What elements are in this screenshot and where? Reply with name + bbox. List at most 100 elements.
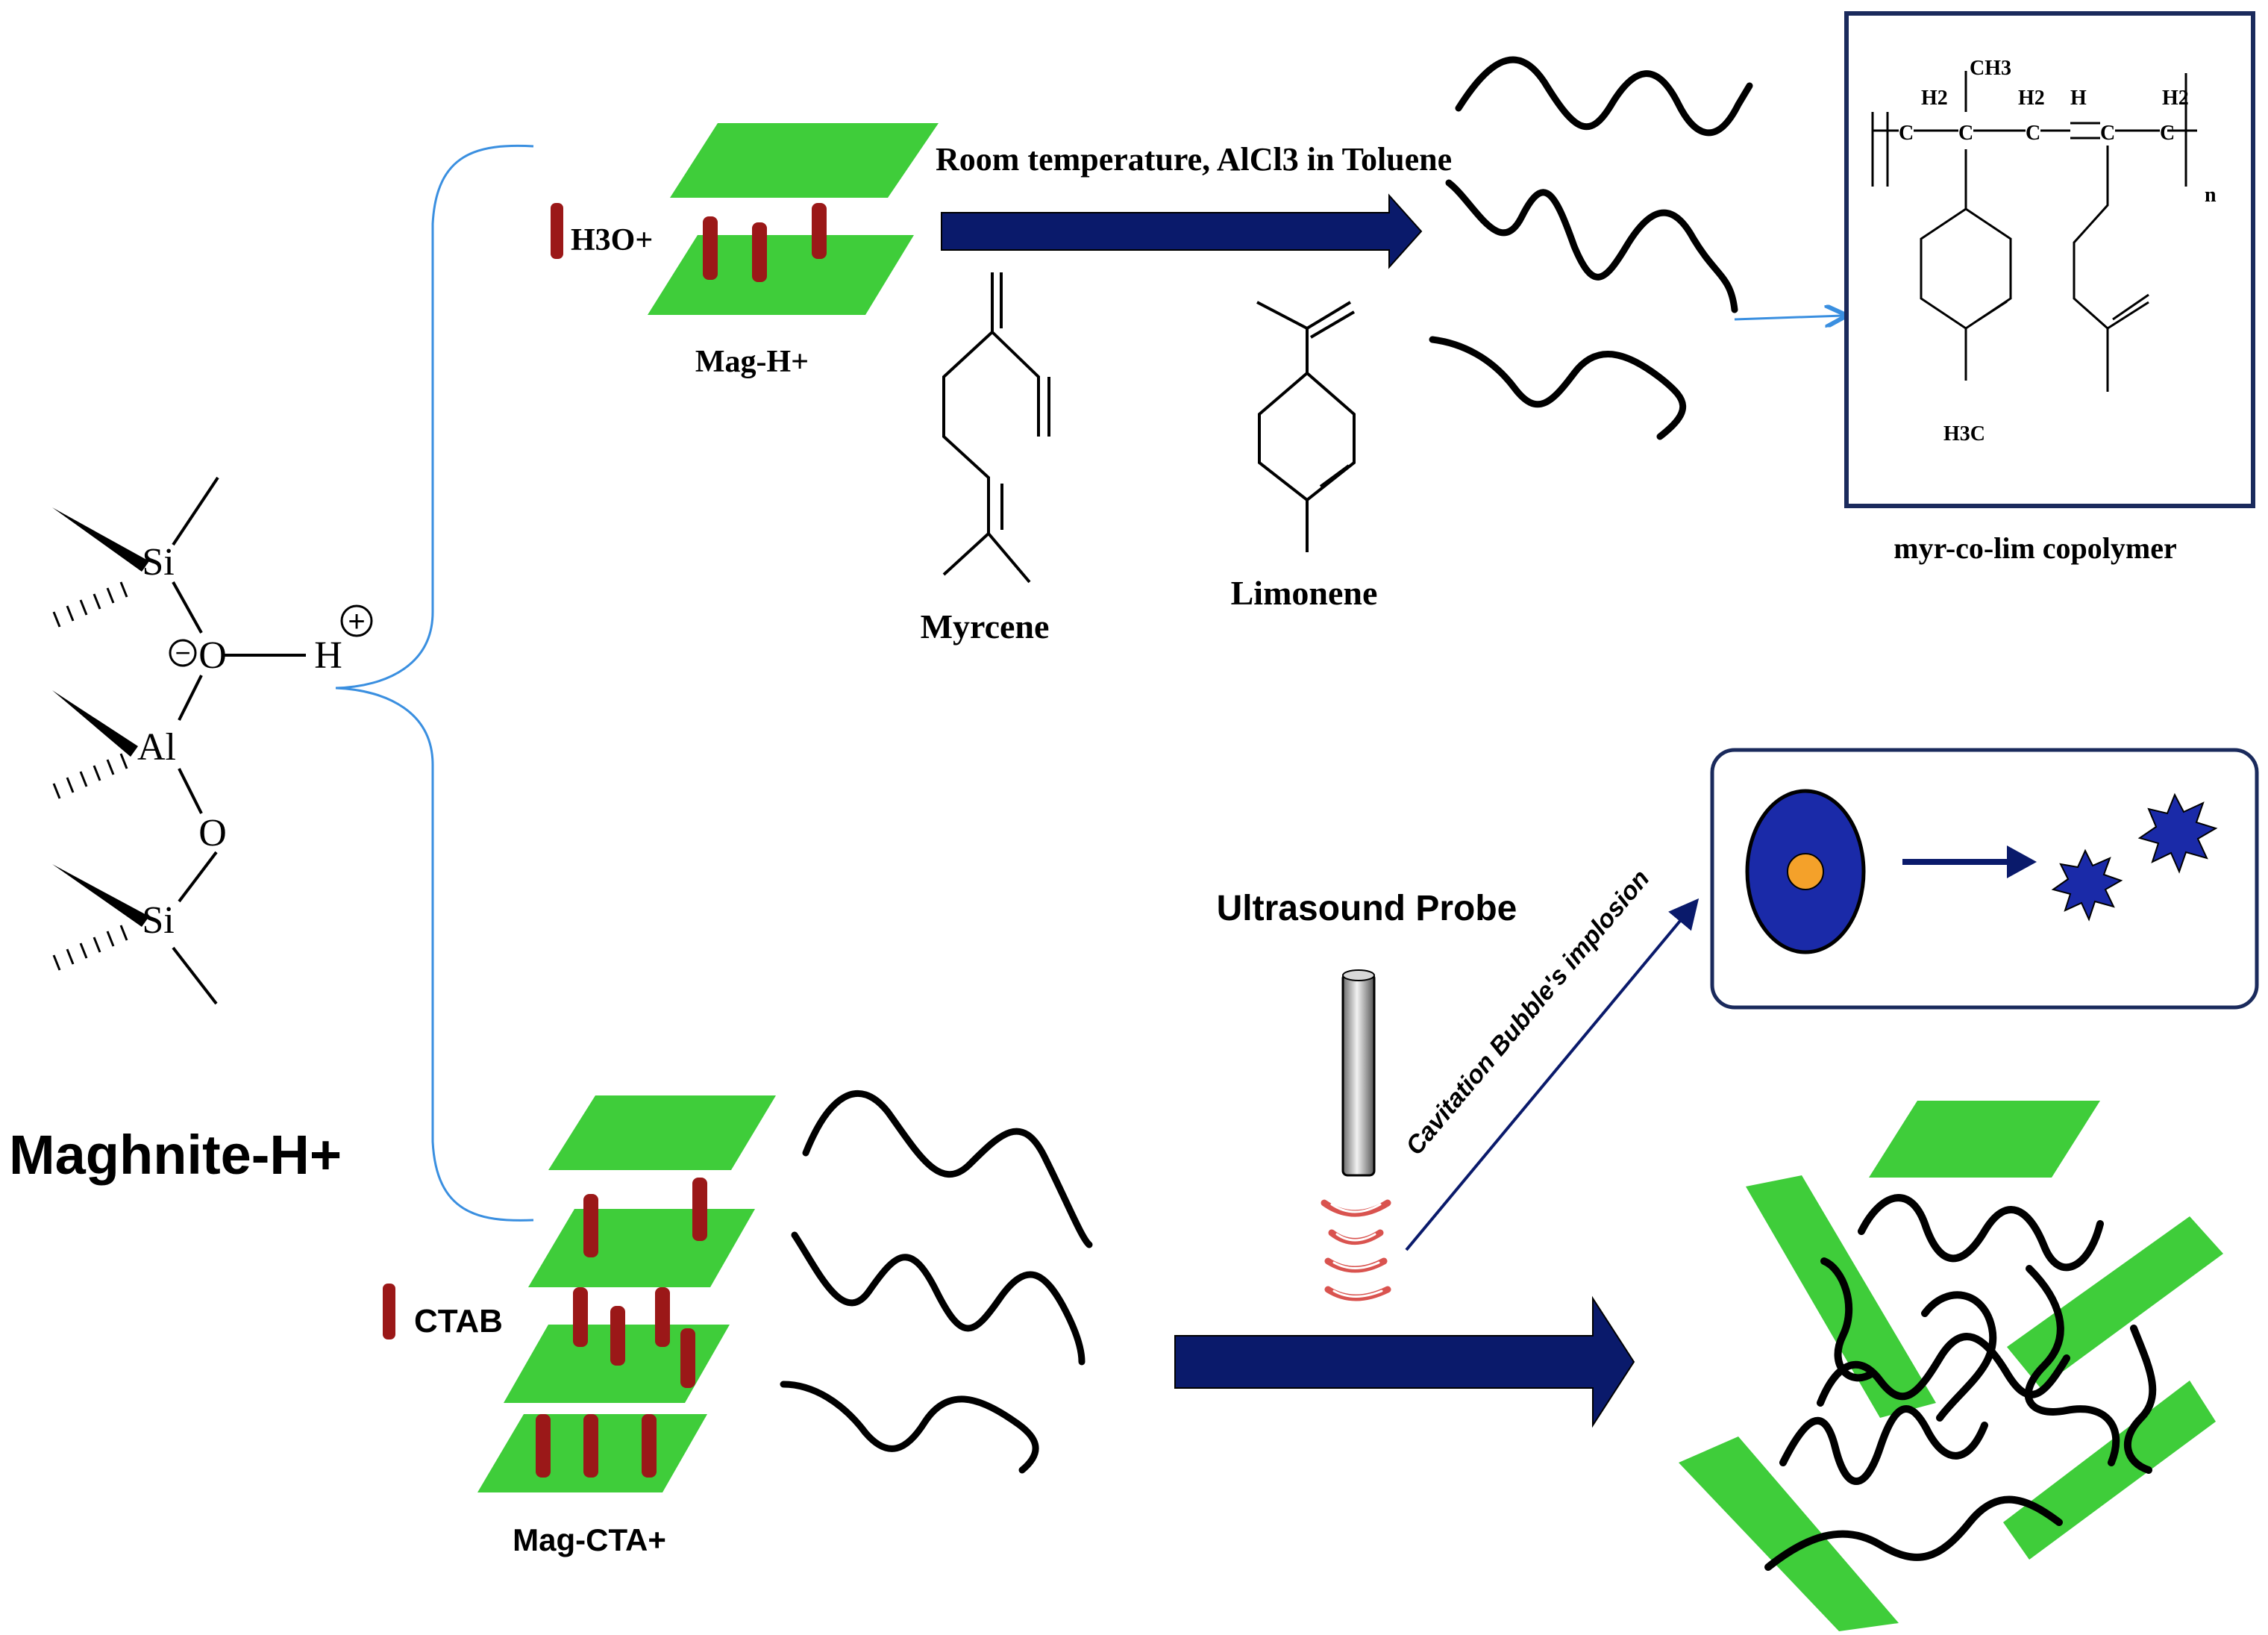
- wedge-bond: [52, 864, 149, 927]
- polymer-chain: [1921, 1291, 1997, 1422]
- atom-si-bottom: Si: [142, 899, 174, 942]
- atom-o-mid: O: [198, 634, 227, 677]
- struct-c: C: [2026, 122, 2040, 145]
- hashed-bond: [52, 753, 128, 799]
- struct-c: C: [1899, 122, 1914, 145]
- legend-pillar-h3o: [551, 203, 563, 259]
- pillar: [692, 1178, 707, 1241]
- struct-h3c: H3C: [1943, 422, 1985, 446]
- struct-ch3: CH3: [1970, 57, 2011, 80]
- copolymer-labels: H2 CH3 H2 H H2 C C C C C n H3C: [1899, 57, 2217, 446]
- atom-o-bottom: O: [198, 812, 227, 854]
- struct-c: C: [2100, 122, 2115, 145]
- struct-h2: H2: [2162, 87, 2189, 110]
- ultrasound-probe: [1341, 972, 1376, 1177]
- wave-highlights: [1330, 1203, 1383, 1298]
- cavitation-arrow: [1405, 898, 1700, 1251]
- pillar: [583, 1414, 598, 1478]
- wedge-bond: [52, 507, 149, 572]
- wave-arc: [1321, 1199, 1391, 1217]
- clay-sheet: [1869, 1101, 2100, 1178]
- polymer-chain: [1429, 336, 1687, 440]
- probe-top: [1342, 969, 1375, 981]
- clay-sheet: [1746, 1175, 1936, 1418]
- hashed-bond: [52, 581, 128, 628]
- polymer-chain: [1820, 1257, 1876, 1382]
- pillar: [536, 1414, 551, 1478]
- clay-label-mag-cta: Mag-CTA+: [513, 1522, 666, 1557]
- bubble-core: [1787, 853, 1824, 890]
- polymer-chain: [2024, 1265, 2120, 1466]
- reaction-conditions: Room temperature, AlCl3 in Toluene: [936, 141, 1452, 178]
- clay-label-mag-h: Mag-H+: [695, 345, 809, 379]
- struct-h2: H2: [2018, 87, 2045, 110]
- clay-sheet-top: [670, 123, 939, 198]
- struct-c: C: [1958, 122, 1973, 145]
- clay-sheet: [548, 1095, 776, 1170]
- positive-charge-circle: [340, 604, 373, 637]
- limonene-structure: [1256, 301, 1356, 552]
- wedge-bond: [52, 690, 138, 757]
- polymer-chain: [1779, 1405, 1988, 1485]
- polymer-chains-top: [1429, 56, 1753, 440]
- polymer-chain: [780, 1381, 1039, 1474]
- struct-h: H: [2070, 87, 2087, 110]
- polymer-chain: [1445, 179, 1738, 313]
- fragment-star: [2051, 848, 2123, 922]
- processing-arrow: [1174, 1295, 1635, 1428]
- myrcene-label: Myrcene: [921, 607, 1050, 645]
- pillar: [752, 222, 767, 282]
- ultrasound-waves: [1321, 1199, 1391, 1301]
- clay-sheet-bottom: [648, 235, 914, 315]
- pillar: [610, 1306, 625, 1366]
- copolymer-caption: myr-co-lim copolymer: [1893, 531, 2176, 565]
- clay-sheet: [2003, 1381, 2216, 1560]
- reaction-arrow: [941, 193, 1423, 269]
- negative-charge: −: [175, 637, 190, 668]
- bonds: [172, 476, 306, 1005]
- pillar: [583, 1194, 598, 1257]
- maghnite-title: Maghnite-H+: [9, 1124, 342, 1186]
- maghnite-structure: Si O H Al O Si − + Maghnite-H+: [9, 476, 373, 1186]
- polymer-chain: [791, 1231, 1086, 1366]
- negative-charge-circle: [169, 639, 197, 667]
- pillar: [703, 216, 718, 280]
- hashed-bond: [52, 925, 128, 971]
- polymer-chain: [1858, 1194, 2104, 1272]
- polymer-chains-bottom: [780, 1090, 1093, 1474]
- copolymer-box: [1844, 11, 2255, 508]
- bottom-route: CTAB Mag-CTA+ Ultrasound Probe: [383, 748, 2259, 1631]
- top-route: H3O+ Mag-H+ Room temperature, AlCl3 in T…: [551, 11, 2255, 645]
- struct-h2: H2: [1921, 87, 1948, 110]
- pillar: [655, 1287, 670, 1347]
- polymer-chain: [802, 1090, 1093, 1248]
- clay-sheet: [528, 1209, 755, 1287]
- exfoliated-nanocomposite: [1679, 1101, 2223, 1631]
- struct-n: n: [2205, 184, 2217, 207]
- product-arrow: [1734, 316, 1843, 319]
- legend-label-h3o: H3O+: [571, 223, 653, 257]
- legend-pillar-ctab: [383, 1284, 395, 1339]
- copolymer-structure: [1871, 71, 2197, 392]
- atom-h: H: [314, 634, 342, 677]
- pillar: [680, 1328, 695, 1388]
- entangled-chains: [1764, 1194, 2157, 1571]
- struct-c: C: [2160, 122, 2175, 145]
- polymer-chain: [1455, 56, 1753, 137]
- pillar: [573, 1287, 588, 1347]
- fragment-star: [2137, 793, 2218, 874]
- probe-label: Ultrasound Probe: [1217, 889, 1517, 928]
- polymer-chain: [2124, 1325, 2157, 1474]
- atom-si-top: Si: [142, 541, 174, 584]
- limonene-label: Limonene: [1231, 574, 1378, 612]
- atom-al: Al: [137, 726, 176, 769]
- pillar: [642, 1414, 657, 1478]
- positive-charge: +: [348, 605, 365, 638]
- myrcene-structure: [942, 272, 1050, 584]
- legend-label-ctab: CTAB: [414, 1303, 503, 1339]
- branch-bracket: [335, 144, 534, 1222]
- pillar: [812, 203, 827, 259]
- clay-sheet: [1679, 1437, 1899, 1631]
